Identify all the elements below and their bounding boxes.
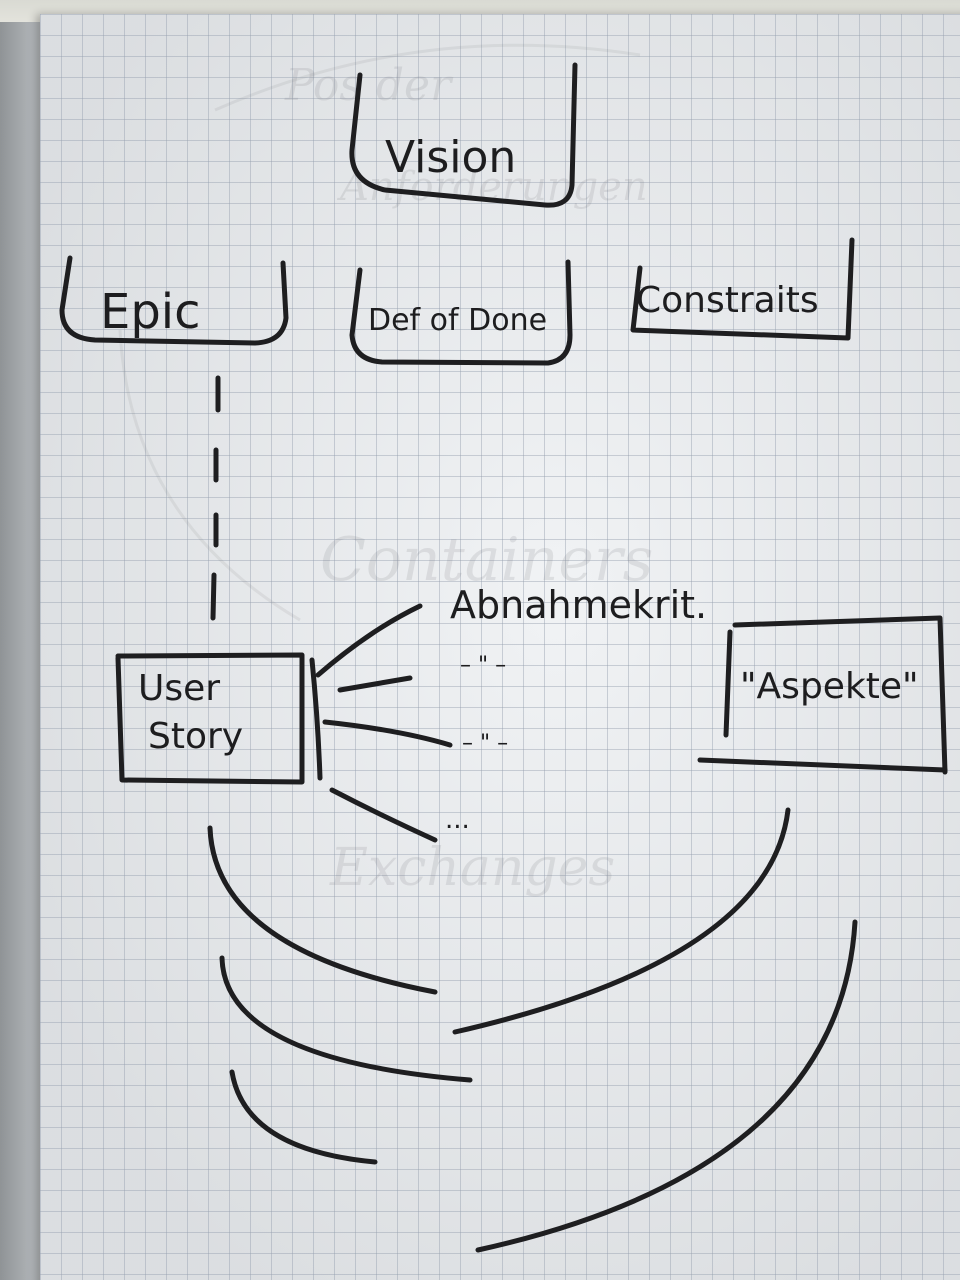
arc-right-1 [452,807,791,1035]
user-story-box-outline [115,652,305,785]
grid-paper-sheet [40,14,960,1280]
constraints-label: Constraits [636,280,819,321]
branch-labels: Abnahmekrit. – " – – " – ... [445,583,707,835]
arc-left-3 [229,1069,378,1165]
branch-line-3 [322,719,453,748]
aspekte-box-right [732,615,948,775]
vision-box-outline [349,62,578,208]
aspekte-label: "Aspekte" [740,666,919,707]
user-story-label-line1: User [138,668,220,709]
aspekte-node: "Aspekte" [697,615,948,775]
arc-left-2 [219,955,473,1083]
epic-label: Epic [100,284,201,340]
constraints-node: Constraits [630,237,855,341]
ditto-label-1: – " – [460,653,506,678]
ditto-label-2: – " – [462,731,508,756]
vision-node: Vision [349,62,578,208]
ghost-writing: Pos der Anforderungen Containers Exchang… [118,43,653,898]
aspekte-box-bottom [697,757,948,773]
epic-box-outline [59,255,289,346]
branch-line-2 [337,675,413,693]
arc-right-2 [475,919,858,1253]
aspekte-box-left [723,629,733,738]
iteration-arcs [207,807,858,1253]
user-story-node: User Story [115,652,305,785]
vision-label: Vision [385,132,516,183]
constraints-box-outline [630,237,855,341]
user-story-bracket [309,657,323,781]
epic-node: Epic [59,255,289,346]
branch-line-4 [329,787,438,843]
def-of-done-box-outline [349,259,573,366]
ghost-text-4: Exchanges [329,838,615,898]
ghost-text-3: Containers [320,525,653,595]
branch-lines [315,603,453,843]
abnahmekrit-label: Abnahmekrit. [450,583,707,627]
arc-left-1 [207,825,438,995]
ghost-text-1: Pos der [284,60,454,111]
ellipsis-label: ... [445,805,470,835]
def-of-done-node: Def of Done [349,259,573,366]
branch-line-1 [315,603,423,678]
user-story-label-line2: Story [148,716,243,757]
def-of-done-label: Def of Done [368,303,547,338]
epic-to-userstory-connector [210,375,221,621]
